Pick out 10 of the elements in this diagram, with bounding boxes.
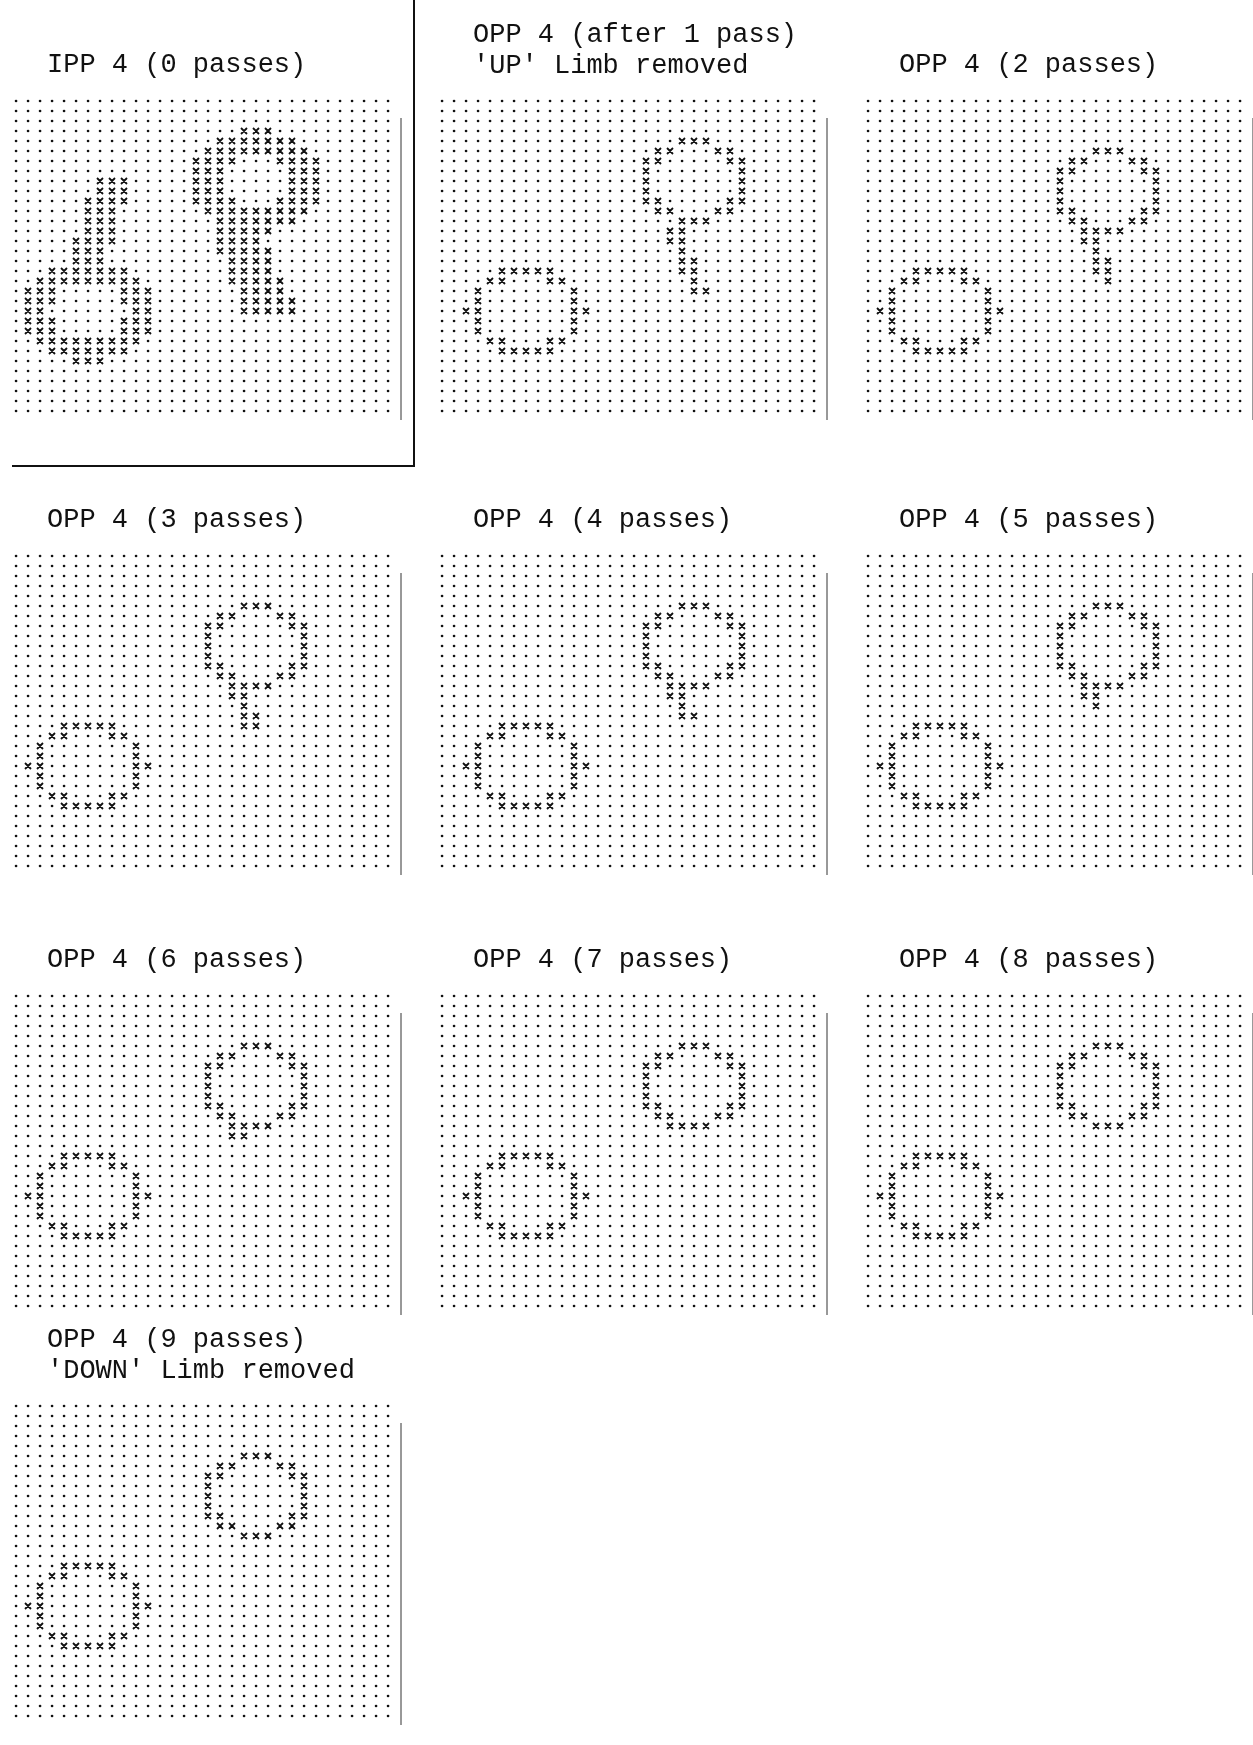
panel-heading: OPP 4 (2 passes) (899, 50, 1160, 81)
panel-heading: OPP 4 (3 passes) (47, 505, 308, 536)
panel-heading: OPP 4 (7 passes) (473, 945, 734, 976)
panel-heading: OPP 4 (6 passes) (47, 945, 308, 976)
panel-heading: OPP 4 (after 1 pass) 'UP' Limb removed (473, 20, 799, 82)
panel-heading: OPP 4 (9 passes) 'DOWN' Limb removed (47, 1325, 356, 1387)
panel-heading: OPP 4 (5 passes) (899, 505, 1160, 536)
panel-heading: OPP 4 (8 passes) (899, 945, 1160, 976)
panel-heading: OPP 4 (4 passes) (473, 505, 734, 536)
panel-heading: IPP 4 (0 passes) (47, 50, 308, 81)
